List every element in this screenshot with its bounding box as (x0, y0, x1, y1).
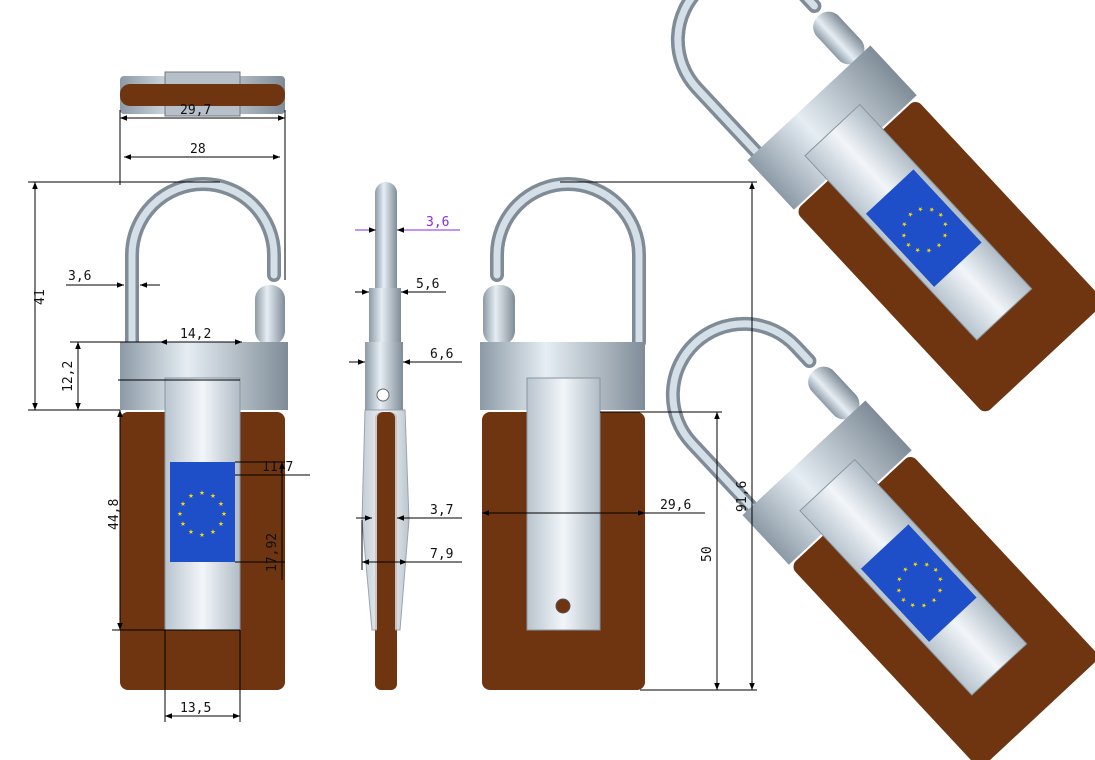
dim-side-5-6: 5,6 (416, 277, 439, 292)
dim-back-width: 29,6 (660, 498, 691, 513)
dim-shackle-height: 41 (33, 289, 48, 305)
dim-side-7-9: 7,9 (430, 547, 453, 562)
dimensions: 29,7 28 41 3,6 14,2 12,2 11,7 44,8 17,92… (28, 103, 757, 722)
dim-block-height: 12,2 (61, 361, 76, 392)
dim-side-6-6: 6,6 (430, 347, 453, 362)
front-view (120, 184, 288, 690)
dim-side-3-7: 3,7 (430, 503, 453, 518)
dim-back-plate-height: 50 (700, 546, 715, 562)
iso-view-top (640, 0, 1095, 415)
top-view (120, 71, 285, 117)
dim-block-inner: 14,2 (180, 327, 211, 342)
dim-top-width: 29,7 (180, 103, 211, 118)
dim-flag-height: 17,92 (265, 533, 280, 572)
dim-plate-height: 44,8 (107, 499, 122, 530)
side-view (361, 182, 410, 690)
back-view (480, 177, 646, 690)
dim-shackle-width: 28 (190, 142, 206, 157)
dim-shackle-dia: 3,6 (68, 269, 91, 284)
dim-side-shackle: 3,6 (426, 215, 449, 230)
dim-total-height: 91,6 (735, 481, 750, 512)
dim-flag-offset: 11,7 (262, 460, 293, 475)
dim-strap-width: 13,5 (180, 701, 211, 716)
